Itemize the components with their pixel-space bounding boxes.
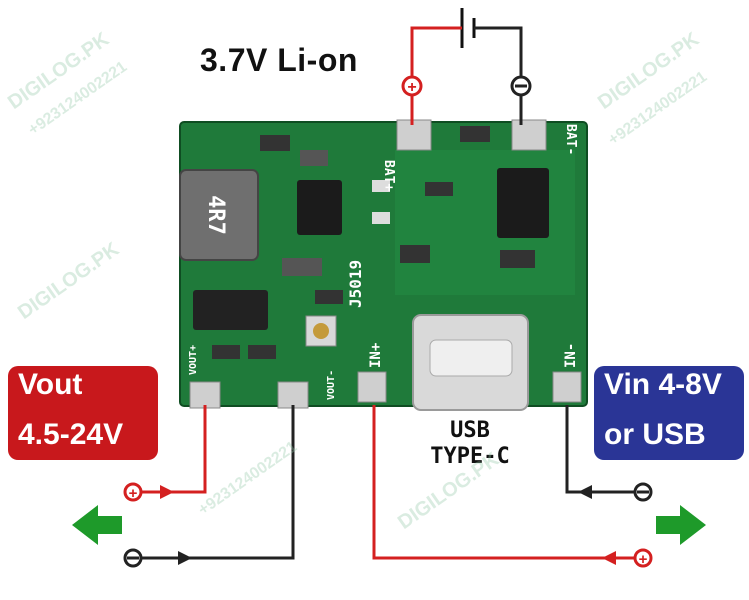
vin-plus-terminal bbox=[633, 548, 653, 568]
pad-bat-plus bbox=[396, 119, 432, 151]
vin-label-line1: Vin 4-8V bbox=[604, 368, 722, 401]
smd-1 bbox=[260, 135, 290, 151]
vout-negative-arrowhead bbox=[178, 551, 192, 565]
smd-8 bbox=[315, 290, 343, 304]
vout-positive-arrowhead bbox=[160, 485, 174, 499]
smd-9 bbox=[212, 345, 240, 359]
inductor bbox=[179, 169, 259, 261]
usb-label-line2: TYPE-C bbox=[430, 444, 510, 469]
battery-label: 3.7V Li-on bbox=[200, 42, 358, 78]
vin-label-line2: or USB bbox=[604, 418, 706, 451]
silk-vout-minus: VOUT- bbox=[326, 370, 337, 400]
inductor-label: 4R7 bbox=[203, 195, 228, 235]
smd-6 bbox=[500, 250, 535, 268]
silk-in-plus: IN+ bbox=[368, 343, 384, 368]
vout-negative-wire bbox=[136, 405, 295, 560]
led-2 bbox=[372, 212, 390, 224]
smd-4 bbox=[425, 182, 453, 196]
smd-7 bbox=[282, 258, 322, 276]
vout-plus-terminal bbox=[123, 482, 143, 502]
silk-bat-minus: BAT- bbox=[563, 124, 578, 155]
potentiometer-knob bbox=[313, 323, 329, 339]
battery-plus-terminal bbox=[401, 75, 423, 97]
silk-chip-code: J5019 bbox=[346, 260, 365, 308]
led-1 bbox=[372, 180, 390, 192]
chip-main bbox=[497, 168, 549, 238]
pad-in-plus bbox=[357, 371, 387, 403]
vout-plus-sign: + bbox=[129, 485, 138, 502]
smd-5 bbox=[400, 245, 430, 263]
output-direction-arrow bbox=[72, 505, 122, 545]
diode bbox=[193, 290, 268, 330]
vout-label-line2: 4.5-24V bbox=[18, 418, 124, 451]
silk-in-minus: IN- bbox=[563, 343, 579, 368]
smd-3 bbox=[460, 126, 490, 142]
pad-vout-minus bbox=[277, 381, 309, 409]
vin-plus-sign: + bbox=[639, 551, 648, 568]
vout-label-line1: Vout bbox=[18, 368, 83, 401]
silk-bat-plus: BAT+ bbox=[381, 160, 396, 191]
smd-10 bbox=[248, 345, 276, 359]
usb-type-c-label: USB TYPE-C bbox=[420, 418, 520, 470]
vin-label-box: Vin 4-8V or USB bbox=[594, 366, 744, 460]
input-direction-arrow bbox=[656, 505, 706, 545]
battery-positive-wire bbox=[410, 26, 462, 125]
pad-vout-plus bbox=[189, 381, 221, 409]
smd-2 bbox=[300, 150, 328, 166]
vin-negative-arrowhead bbox=[578, 485, 592, 499]
battery-plus-sign: + bbox=[407, 79, 416, 96]
chip-boost bbox=[297, 180, 342, 235]
vin-positive-wire bbox=[372, 405, 640, 560]
pad-bat-minus bbox=[511, 119, 547, 151]
vout-label-box: Vout 4.5-24V bbox=[8, 366, 158, 460]
silk-vout-plus: VOUT+ bbox=[188, 345, 199, 375]
usb-label-line1: USB bbox=[450, 418, 490, 443]
vin-negative-wire bbox=[565, 405, 640, 494]
usb-c-opening bbox=[429, 339, 513, 377]
pad-in-minus bbox=[552, 371, 582, 403]
vin-positive-arrowhead bbox=[602, 551, 616, 565]
battery-negative-wire bbox=[474, 26, 523, 125]
